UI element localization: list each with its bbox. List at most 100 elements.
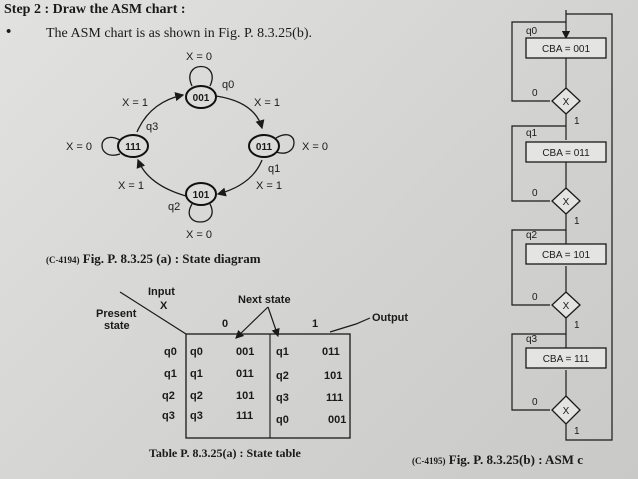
row-1-out0: 011 bbox=[236, 368, 254, 380]
state-name-q1: q1 bbox=[268, 163, 280, 175]
arc-q0-q1 bbox=[215, 95, 265, 130]
self-loop-q2 bbox=[188, 203, 213, 223]
next-state-arrow-1 bbox=[267, 306, 280, 338]
state-code-q1: 011 bbox=[256, 142, 273, 153]
loop-q1 bbox=[511, 125, 566, 202]
asm-state-name-q3: q3 bbox=[526, 334, 538, 345]
self-loop-q0 bbox=[189, 65, 213, 87]
state-box-q3-label: CBA = 111 bbox=[543, 354, 590, 365]
state-circle-q2 bbox=[185, 182, 217, 206]
arc-q2-q3 bbox=[136, 158, 187, 197]
row-0-next0: q0 bbox=[190, 346, 203, 358]
decision-label-q0: X bbox=[563, 97, 570, 108]
self-loop-q1 bbox=[275, 134, 295, 154]
state-box-q2 bbox=[525, 243, 607, 265]
branch-0-q3: 0 bbox=[532, 397, 538, 408]
state-name-q3: q3 bbox=[146, 121, 158, 133]
branch-1-q1: 1 bbox=[574, 216, 580, 227]
state-diagram-caption-code: (C-4194) bbox=[46, 255, 80, 265]
state-name-q2: q2 bbox=[168, 201, 180, 213]
state-circle-q0 bbox=[185, 85, 217, 109]
row-3-next0: q3 bbox=[190, 410, 203, 422]
state-code-q0: 001 bbox=[193, 93, 210, 104]
row-2-next1: q3 bbox=[276, 392, 289, 404]
header-x: X bbox=[160, 300, 168, 312]
decision-diamond-q2 bbox=[551, 291, 581, 319]
decision-diamond-q1 bbox=[551, 187, 581, 215]
decision-label-q2: X bbox=[563, 301, 570, 312]
row-0-out0: 001 bbox=[236, 346, 255, 358]
branch-0-q1: 0 bbox=[532, 188, 538, 199]
header-present: Present bbox=[96, 308, 137, 320]
decision-diamond-q0 bbox=[551, 87, 581, 115]
branch-1-q2: 1 bbox=[574, 320, 580, 331]
label-q2-q3: X = 1 bbox=[118, 180, 144, 192]
loop-q0 bbox=[511, 21, 566, 102]
label-q1-q2: X = 1 bbox=[256, 180, 282, 192]
label-q2-self: X = 0 bbox=[186, 229, 212, 241]
state-circle-q1 bbox=[248, 134, 280, 158]
state-box-q1-label: CBA = 011 bbox=[542, 148, 590, 159]
arc-q1-q2 bbox=[216, 159, 263, 197]
row-2-present: q2 bbox=[162, 390, 175, 402]
row-3-present: q3 bbox=[162, 410, 175, 422]
state-table-caption: Table P. 8.3.25(a) : State table bbox=[149, 446, 301, 460]
row-1-out1: 101 bbox=[324, 370, 343, 382]
col-header-0: 0 bbox=[222, 318, 229, 330]
header-next-state: Next state bbox=[238, 294, 291, 306]
self-loop-q3 bbox=[101, 136, 121, 156]
output-arrow bbox=[329, 317, 371, 333]
asm-chart-caption: (C-4195) Fig. P. 8.3.25(b) : ASM c bbox=[412, 452, 583, 468]
corner-diagonal bbox=[119, 291, 187, 335]
row-0-present: q0 bbox=[164, 346, 177, 358]
state-box-q3 bbox=[525, 347, 607, 369]
asm-chart-caption-code: (C-4195) bbox=[412, 456, 446, 466]
step-title: Step 2 : Draw the ASM chart : bbox=[4, 2, 186, 17]
state-box-q1 bbox=[525, 141, 607, 163]
branch-1-q3: 1 bbox=[574, 426, 580, 437]
row-1-next1: q2 bbox=[276, 370, 289, 382]
state-name-q0: q0 bbox=[222, 79, 234, 91]
row-3-out0: 111 bbox=[236, 410, 254, 422]
row-3-next1: q0 bbox=[276, 414, 289, 426]
loop-q3 bbox=[511, 333, 566, 411]
next-state-arrow-0 bbox=[235, 306, 269, 339]
state-circle-q3 bbox=[117, 134, 149, 158]
state-diagram-caption-text: Fig. P. 8.3.25 (a) : State diagram bbox=[82, 251, 261, 266]
header-input: Input bbox=[148, 286, 175, 298]
branch-0-q2: 0 bbox=[532, 292, 538, 303]
state-code-q2: 101 bbox=[193, 190, 210, 201]
row-1-next0: q1 bbox=[190, 368, 203, 380]
row-0-out1: 011 bbox=[322, 346, 340, 358]
row-3-out1: 001 bbox=[328, 414, 347, 426]
decision-diamond-q3 bbox=[551, 395, 581, 425]
branch-0-q0: 0 bbox=[532, 88, 538, 99]
label-q3-q0: X = 1 bbox=[122, 97, 148, 109]
label-q0-q1: X = 1 bbox=[254, 97, 280, 109]
state-box-q2-label: CBA = 101 bbox=[542, 250, 591, 261]
row-2-next0: q2 bbox=[190, 390, 203, 402]
label-q3-self: X = 0 bbox=[66, 141, 92, 153]
label-q0-self: X = 0 bbox=[186, 51, 212, 63]
return-path bbox=[565, 13, 613, 441]
state-diagram-caption: (C-4194) Fig. P. 8.3.25 (a) : State diag… bbox=[46, 251, 261, 267]
row-1-present: q1 bbox=[164, 368, 177, 380]
row-0-next1: q1 bbox=[276, 346, 289, 358]
decision-label-q3: X bbox=[563, 406, 570, 417]
decision-label-q1: X bbox=[563, 197, 570, 208]
row-2-out1: 111 bbox=[326, 392, 344, 404]
asm-state-name-q1: q1 bbox=[526, 128, 538, 139]
state-code-q3: 111 bbox=[125, 142, 141, 153]
intro-text: The ASM chart is as shown in Fig. P. 8.3… bbox=[46, 26, 312, 41]
branch-1-q0: 1 bbox=[574, 116, 580, 127]
row-2-out0: 101 bbox=[236, 390, 255, 402]
col-header-1: 1 bbox=[312, 318, 319, 330]
header-output: Output bbox=[372, 312, 409, 324]
asm-state-name-q2: q2 bbox=[526, 230, 538, 241]
loop-q2 bbox=[511, 229, 566, 306]
asm-state-name-q0: q0 bbox=[526, 26, 538, 37]
